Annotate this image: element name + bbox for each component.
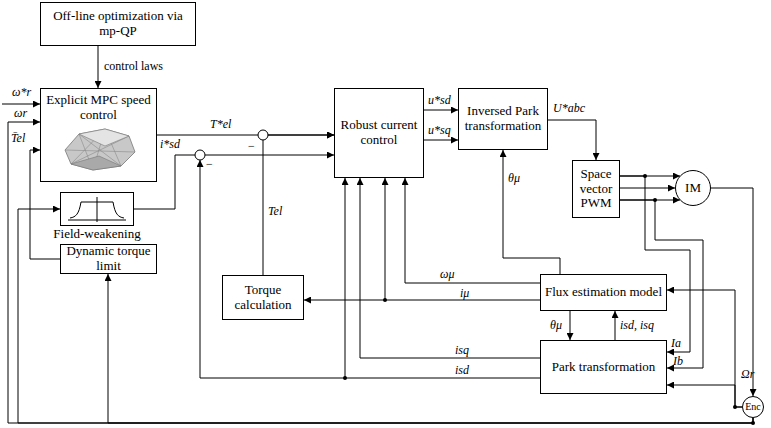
signal-name: isd xyxy=(455,364,469,376)
field-weakening-box: Field-weakening xyxy=(60,192,134,226)
signal-name: U*abc xyxy=(553,102,585,114)
sign-symbol: − xyxy=(206,158,213,170)
node-label: Enc xyxy=(745,401,761,412)
current-controller-box: Robust current control xyxy=(334,88,424,178)
signal-name: iμ xyxy=(460,287,469,299)
signal-connector xyxy=(424,110,458,111)
signal-connector xyxy=(570,311,571,340)
signal-name: Ia xyxy=(671,337,681,349)
node-label: Torque calculation xyxy=(226,283,300,312)
node-label: Space vector PWM xyxy=(576,167,616,211)
node-label: Inversed Park transformation xyxy=(462,104,544,133)
signal-connector xyxy=(134,155,334,209)
signal-connector xyxy=(667,385,742,407)
junction-dot xyxy=(733,405,737,409)
signal-connector xyxy=(98,46,99,88)
phase-wire xyxy=(620,176,680,177)
calculation-box: Torque calculation xyxy=(222,275,304,320)
signal-name: θμ xyxy=(508,172,520,184)
sign-symbol: − xyxy=(248,140,255,152)
signal-connector xyxy=(304,300,540,301)
junction-dot xyxy=(643,174,647,178)
signal-connector xyxy=(548,120,596,160)
signal-name: u*sd xyxy=(428,94,451,106)
signal-connector xyxy=(711,188,753,396)
feedback-wire xyxy=(200,160,345,378)
motor-circle: IM xyxy=(675,170,711,206)
node-label: Dynamic torque limit xyxy=(64,244,153,273)
estimator-box: Flux estimation model xyxy=(540,274,667,311)
signal-name: ωr xyxy=(14,107,27,119)
encoder-circle: Enc xyxy=(742,396,764,418)
signal-name: u*sq xyxy=(428,124,451,136)
signal-connector xyxy=(615,311,616,340)
signal-name: T*el xyxy=(210,118,231,130)
transform-box: Inversed Park transformation xyxy=(458,88,548,150)
signal-name: T̄el xyxy=(11,132,25,144)
node-label: Explicit MPC speed control xyxy=(44,93,153,122)
junction-dot xyxy=(343,376,347,380)
optimization-box: Off-line optimization via mp-QP xyxy=(40,2,196,46)
signal-connector xyxy=(620,188,675,189)
signal-name: ωμ xyxy=(440,268,455,280)
phase-wire xyxy=(620,200,680,201)
node-label: Off-line optimization via mp-QP xyxy=(44,9,192,38)
node-label: Park transformation xyxy=(552,360,656,375)
signal-connector xyxy=(424,140,458,141)
pwm-box: Space vector PWM xyxy=(572,160,620,218)
signal-name: control laws xyxy=(104,60,163,72)
signal-connector xyxy=(263,135,334,275)
signal-connector xyxy=(360,178,540,358)
limit-box: Dynamic torque limit xyxy=(60,244,157,274)
node-label: IM xyxy=(685,181,701,196)
signal-connector xyxy=(108,274,753,423)
signal-name: θμ xyxy=(550,319,562,331)
summing-junction xyxy=(195,150,205,160)
node-label: Flux estimation model xyxy=(545,285,662,300)
signal-name: ω*r xyxy=(12,86,31,98)
transform-box: Park transformation xyxy=(540,340,667,394)
signal-connector xyxy=(503,150,560,274)
signal-name: Ib xyxy=(673,355,683,367)
reference-input-wire xyxy=(2,104,40,105)
signal-name: isd, isq xyxy=(620,319,654,331)
signal-name: isq xyxy=(455,344,469,356)
node-label: Field-weakening xyxy=(53,227,140,242)
node-label: Robust current control xyxy=(338,118,420,147)
junction-dot xyxy=(653,198,657,202)
signal-connector xyxy=(405,178,540,283)
junction-dot xyxy=(751,421,755,425)
branch-wire xyxy=(385,178,386,300)
signal-name: Tel xyxy=(268,205,282,217)
signal-name: Ωr xyxy=(741,368,754,380)
signal-connector xyxy=(345,178,540,378)
polyhedral-partition-picture xyxy=(59,126,139,172)
mpc-controller-box: Explicit MPC speed control xyxy=(40,88,157,182)
signal-connector xyxy=(667,290,742,407)
signal-name: i*sd xyxy=(160,138,180,150)
field-weakening-curve xyxy=(62,194,132,224)
summing-junction xyxy=(258,130,268,140)
junction-dot xyxy=(383,298,387,302)
